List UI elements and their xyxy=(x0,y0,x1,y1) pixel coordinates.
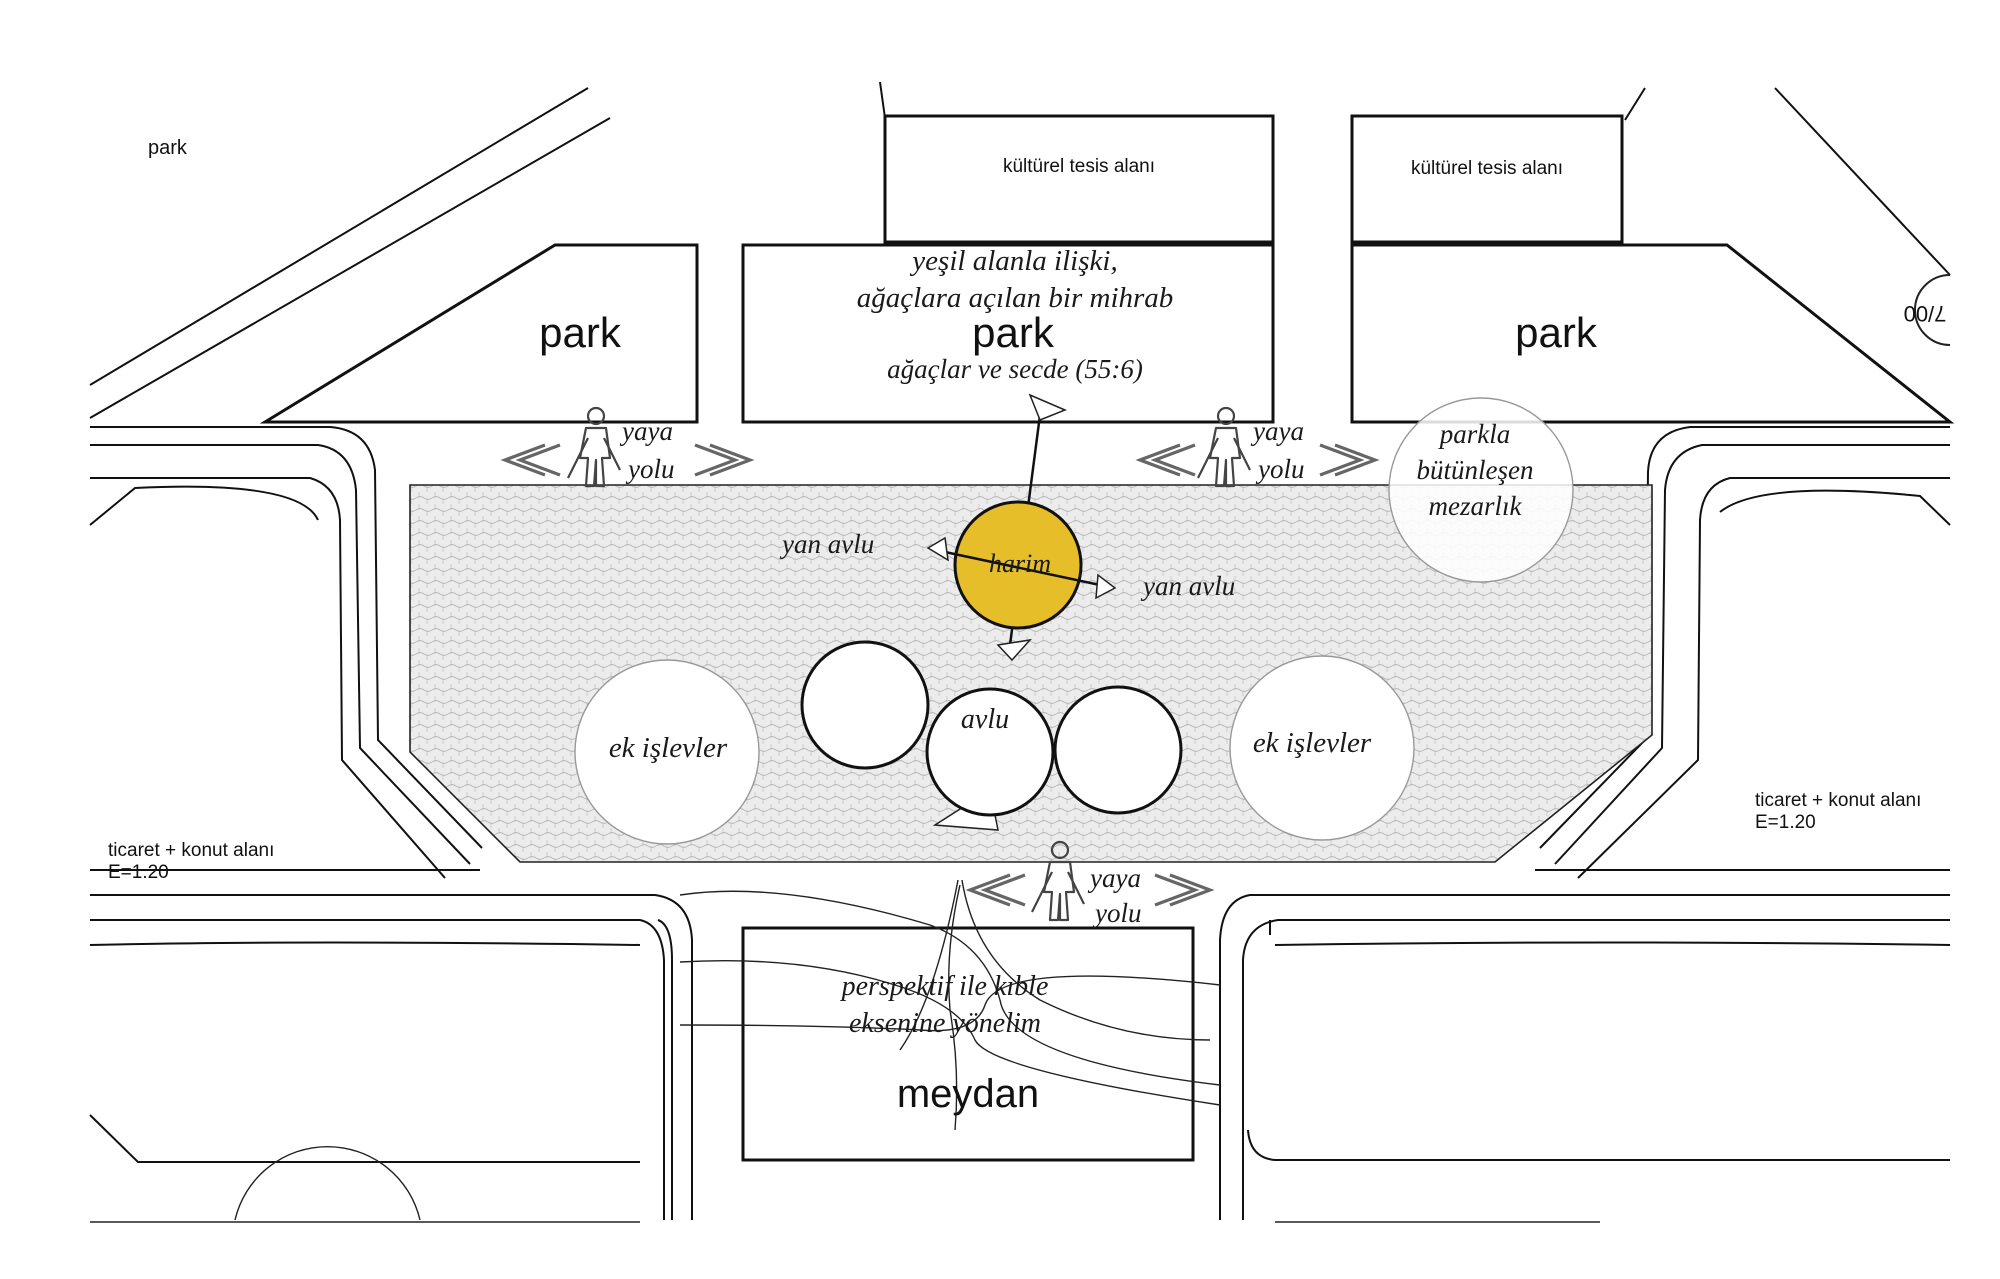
mezarlik-circle xyxy=(1388,397,1574,583)
label-perspektif-1: perspektif ile kıble xyxy=(840,971,1049,1002)
label-yesil-1: yeşil alanla ilişki, xyxy=(909,245,1117,277)
label-mezarlik-3: mezarlık xyxy=(1429,491,1523,521)
label-yaya3-b: yolu xyxy=(1092,898,1142,928)
label-yesil-2: ağaçlara açılan bir mihrab xyxy=(857,282,1174,314)
label-ticaret-right-1: ticaret + konut alanı xyxy=(1755,790,1921,811)
partial-circle-bottom xyxy=(234,1145,421,1221)
pedestrian-icon xyxy=(1197,406,1251,488)
avlu-side-circle-left xyxy=(800,640,930,770)
avlu-side-circle-right xyxy=(1053,685,1183,815)
label-ek-right: ek işlevler xyxy=(1253,727,1372,759)
label-agaclar: ağaçlar ve secde (55:6) xyxy=(887,354,1143,384)
avlu-circle xyxy=(925,687,1055,817)
cross-axis xyxy=(926,536,1117,600)
label-ticaret-left-1: ticaret + konut alanı xyxy=(108,840,274,861)
cultural-block-left xyxy=(883,114,1275,244)
label-kulturel-left: kültürel tesis alanı xyxy=(1003,156,1155,177)
label-ek-left: ek işlevler xyxy=(609,732,728,764)
label-park-center: park xyxy=(972,309,1055,356)
pedestrian-walkway-bottom xyxy=(965,840,1215,922)
label-yan-avlu-right: yan avlu xyxy=(1140,571,1235,601)
label-yaya1-b: yolu xyxy=(625,454,675,484)
label-harim: harim xyxy=(989,549,1051,578)
label-yaya3-a: yaya xyxy=(1087,863,1141,893)
park-block-right xyxy=(1350,243,1955,424)
label-yan-avlu-left: yan avlu xyxy=(779,529,874,559)
pedestrian-walkway-right xyxy=(1135,406,1380,488)
ek-islevler-circle-right xyxy=(1229,655,1415,841)
street-outlines xyxy=(89,426,1951,1220)
label-yaya1-a: yaya xyxy=(619,416,673,446)
cultural-block-right xyxy=(1350,114,1624,244)
label-yaya2-b: yolu xyxy=(1255,454,1305,484)
label-perspektif-2: eksenine yönelim xyxy=(849,1008,1041,1039)
label-mezarlik-1: parkla xyxy=(1438,419,1511,449)
ek-islevler-circle-left xyxy=(574,659,760,845)
park-block-left xyxy=(259,243,699,424)
harim-circle xyxy=(953,500,1083,630)
park-block-center xyxy=(741,243,1275,424)
label-ticaret-left-2: E=1.20 xyxy=(108,862,169,883)
perspective-flow-lines xyxy=(679,879,1221,1131)
label-avlu: avlu xyxy=(961,704,1009,735)
label-park-left: park xyxy=(539,309,622,356)
label-ticaret-right-2: E=1.20 xyxy=(1755,812,1816,833)
label-park-corner: park xyxy=(148,137,188,159)
label-park-right: park xyxy=(1515,309,1598,356)
road-lines-northwest xyxy=(89,87,611,419)
label-kulturel-right: kültürel tesis alanı xyxy=(1411,158,1563,179)
pedestrian-icon xyxy=(1031,840,1085,922)
label-mezarlik-2: bütünleşen xyxy=(1417,455,1534,485)
pedestrian-icon xyxy=(567,406,621,488)
scale-marker: 7/00 xyxy=(1904,274,1951,346)
scale-label: 7/00 xyxy=(1904,301,1947,326)
label-yaya2-a: yaya xyxy=(1250,416,1304,446)
meydan-block xyxy=(741,926,1195,1162)
road-lines-northeast xyxy=(879,81,1951,276)
label-meydan: meydan xyxy=(897,1072,1039,1116)
pedestrian-walkway-left xyxy=(500,406,755,488)
